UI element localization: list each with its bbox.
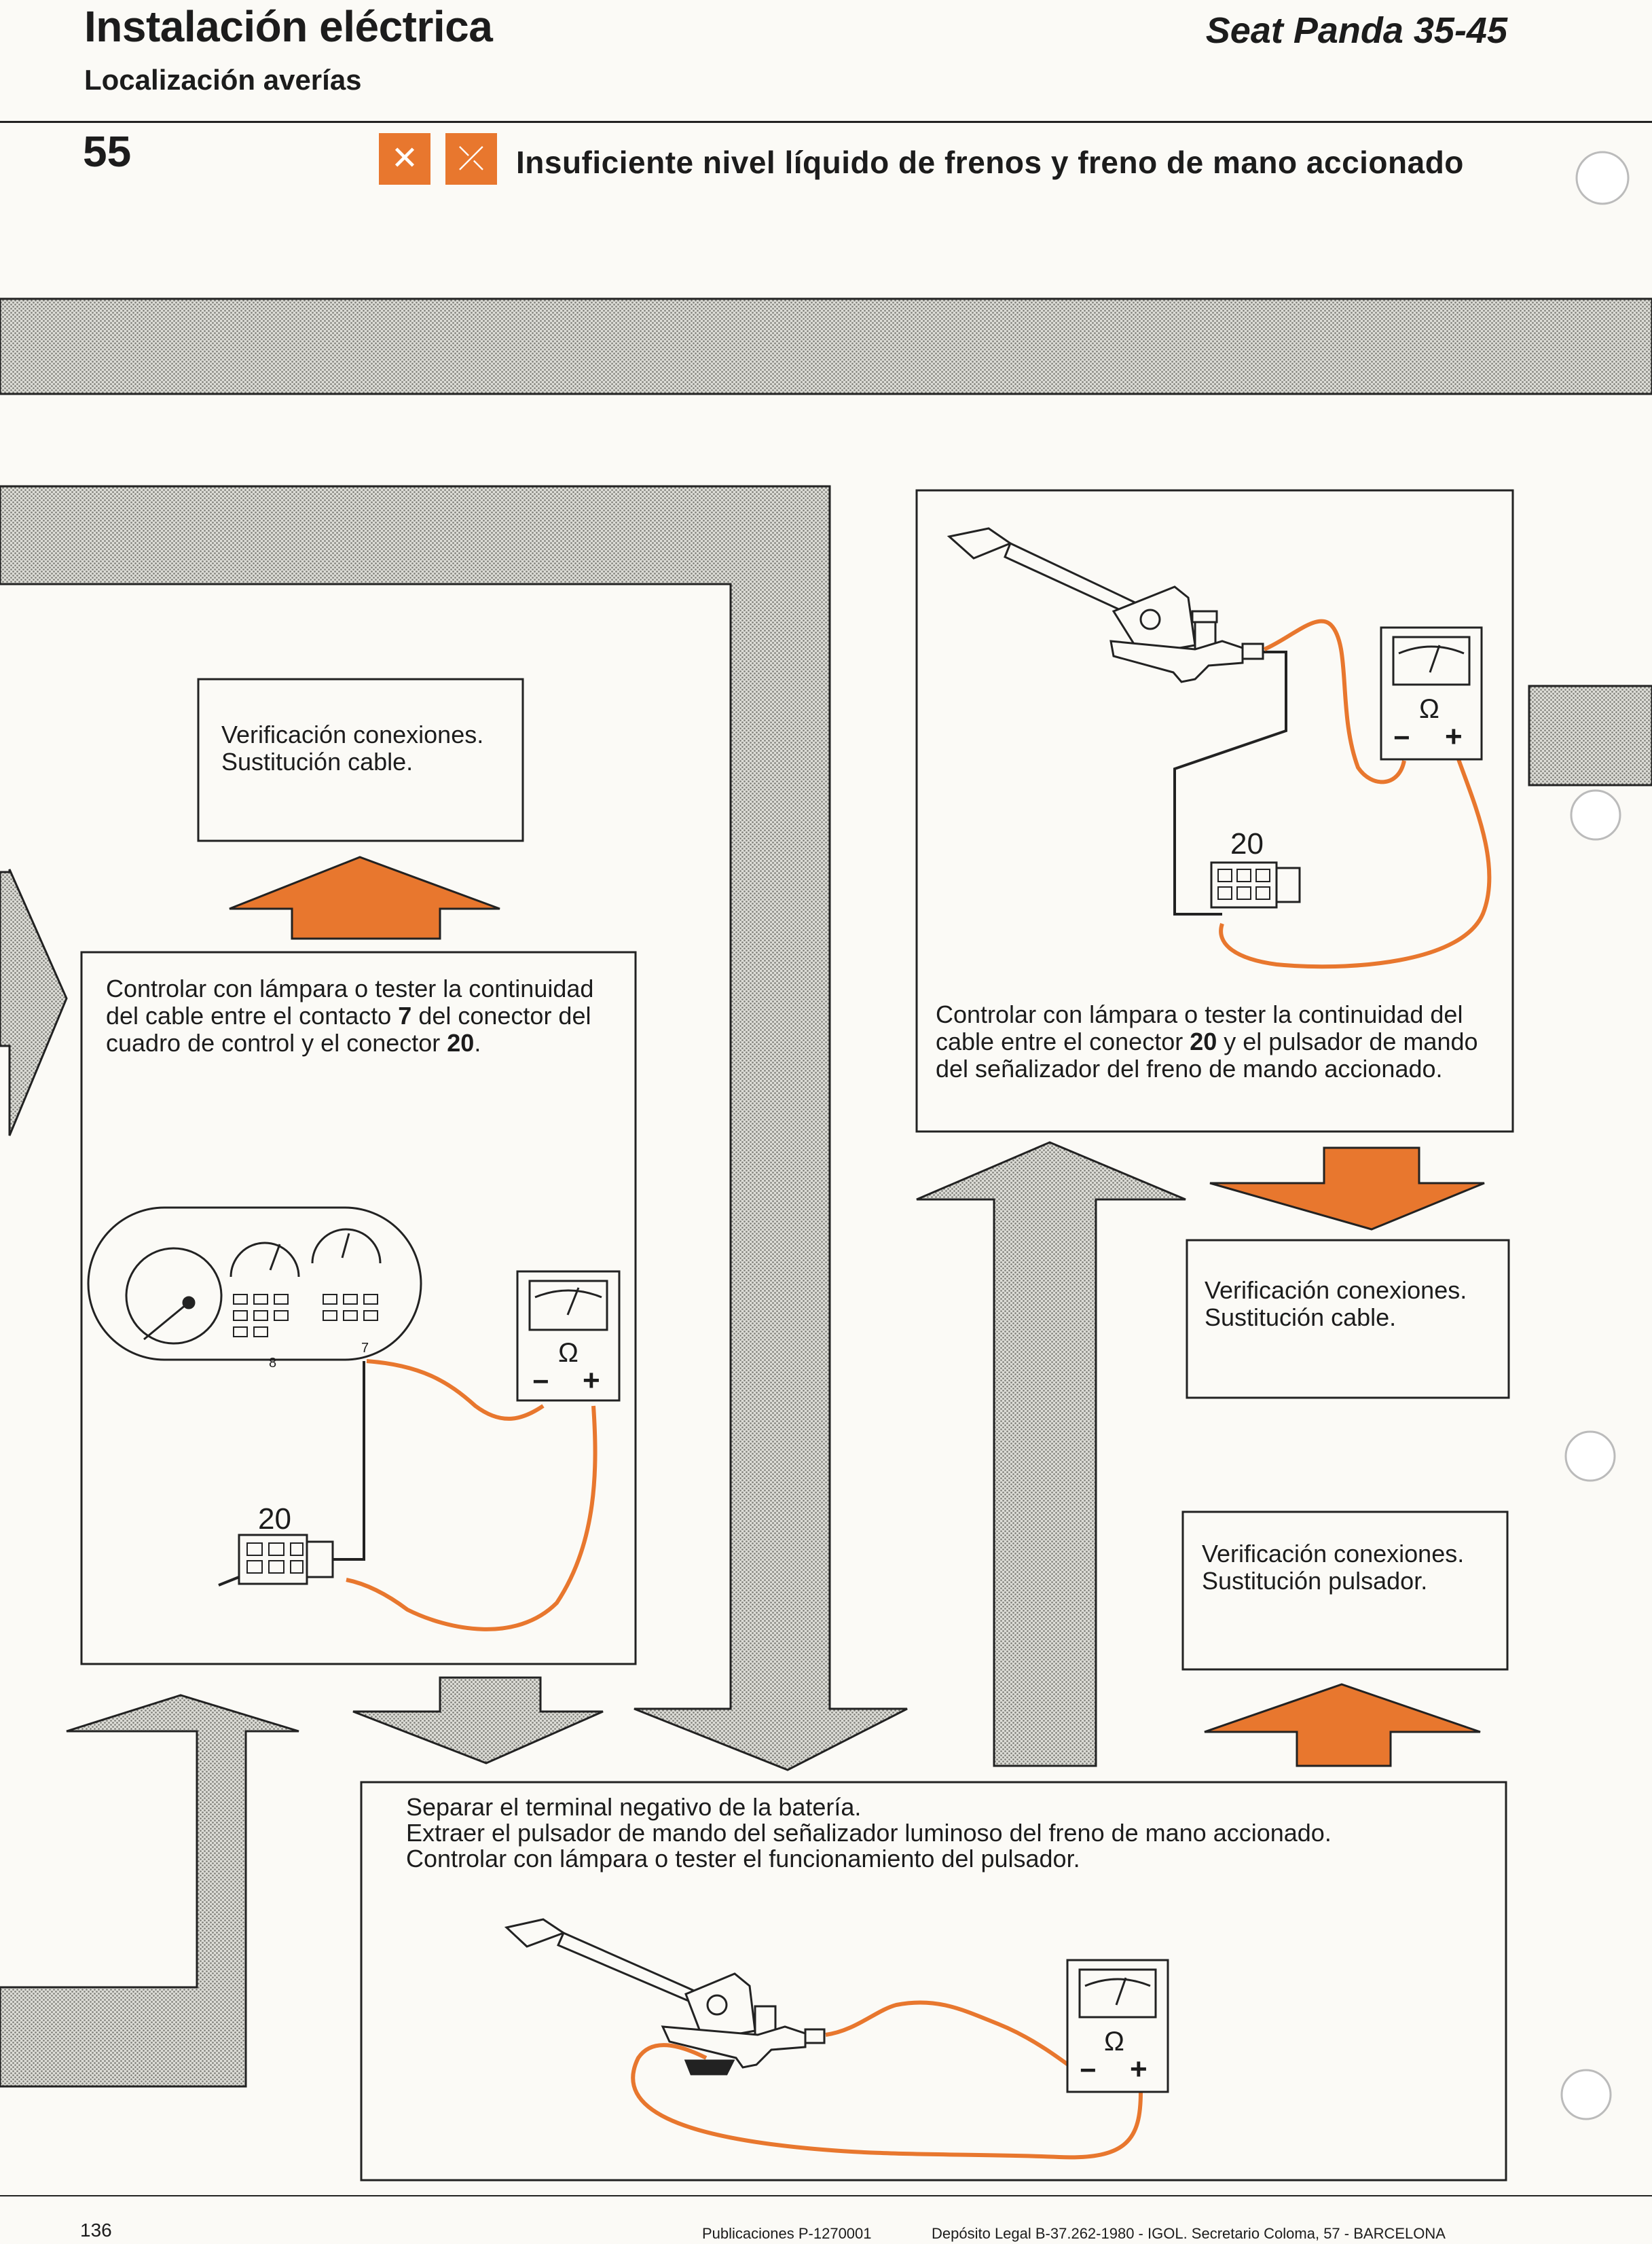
handbrake-icon: ⤫ [445, 133, 497, 185]
left-check-text: Controlar con lámpara o tester la contin… [106, 975, 611, 1057]
wiring-bottom [631, 2000, 1143, 2160]
box-right-result-cable [1186, 1239, 1510, 1399]
right-result-cable-text: Verificación conexiones. Sustitución cab… [1205, 1277, 1476, 1331]
minus-label-bottom: − [1080, 2054, 1097, 2086]
shaded-arrow-up-right [916, 1141, 1186, 1767]
right-result-cable-content: Verificación conexiones. Sustitución cab… [1205, 1276, 1467, 1331]
shaded-arrow-left-edge [0, 869, 68, 1136]
connector-20-right [1210, 861, 1301, 909]
connector-label-left: 20 [258, 1502, 291, 1536]
box-bottom-check [360, 1781, 1507, 2182]
section-title: Instalación eléctrica [84, 2, 493, 51]
ohm-label-right: Ω [1419, 694, 1439, 724]
left-result-content: Verificación conexiones. Sustitución cab… [221, 721, 484, 776]
shaded-edge-tab [1528, 685, 1652, 786]
contact-7-ref: 7 [398, 1002, 412, 1030]
box-left-result [197, 678, 524, 842]
orange-arrow-down-right [1209, 1146, 1485, 1231]
shaded-flow-channel-left [0, 485, 908, 1771]
left-check-part2: del conector del cuadro de control y el … [106, 1002, 591, 1057]
topic-heading: Insuficiente nivel líquido de frenos y f… [516, 145, 1464, 180]
bottom-check-text: Separar el terminal negativo de la bater… [406, 1794, 1479, 1872]
footer-page-number: 136 [80, 2220, 112, 2241]
orange-arrow-up-right [1204, 1683, 1481, 1767]
right-check-text: Controlar con lámpara o tester la contin… [936, 1001, 1487, 1083]
wiring-left [330, 1359, 598, 1631]
shaded-arrow-down-small [352, 1676, 604, 1765]
bottom-step-1: Separar el terminal negativo de la bater… [406, 1793, 862, 1821]
right-result-switch-text: Verificación conexiones. Sustitución pul… [1202, 1540, 1476, 1595]
bottom-step-3: Controlar con lámpara o tester el funcio… [406, 1845, 1080, 1872]
page-section-number: 55 [83, 127, 132, 176]
contact-label-7: 7 [361, 1341, 369, 1356]
instrument-cluster-illustration [87, 1206, 422, 1361]
plus-label-right: + [1445, 720, 1463, 753]
footer-legal: Depósito Legal B-37.262-1980 - IGOL. Sec… [932, 2225, 1446, 2242]
connector-20-ref-right: 20 [1190, 1028, 1217, 1055]
minus-label-left: − [532, 1365, 549, 1397]
box-right-result-switch [1181, 1510, 1509, 1671]
tester-left [516, 1270, 621, 1402]
plus-label-left: + [583, 1364, 600, 1397]
connector-label-right: 20 [1230, 827, 1264, 861]
shaded-band-top [0, 297, 1652, 395]
section-subtitle: Localización averías [84, 64, 362, 96]
vehicle-model: Seat Panda 35-45 [1205, 10, 1507, 51]
minus-label-right: − [1393, 721, 1410, 753]
right-check-part1: Controlar con lámpara o tester la contin… [936, 1000, 1463, 1055]
shaded-arrow-up-bottom-left [0, 1695, 299, 1989]
left-check-part1: Controlar con lámpara o tester la contin… [106, 975, 594, 1030]
ohm-label-bottom: Ω [1104, 2027, 1124, 2057]
handbrake-lever-illustration-right [947, 527, 1264, 683]
header-divider [0, 121, 1652, 123]
brake-fluid-icon: ✕ [379, 133, 430, 185]
tester-right [1380, 626, 1483, 761]
orange-arrow-up-left [229, 856, 500, 940]
shaded-arrow-up-bottom-left-shape [0, 1694, 299, 2088]
wiring-right [1173, 619, 1492, 969]
connector-20-ref: 20 [447, 1029, 475, 1057]
right-check-part2: y el pulsador de mando del señalizador d… [936, 1028, 1478, 1083]
handbrake-lever-illustration-bottom [504, 1918, 826, 2076]
binder-holes [1560, 151, 1630, 2120]
footer-divider [0, 2195, 1652, 2196]
ohm-label-left: Ω [558, 1338, 579, 1368]
plus-label-bottom: + [1130, 2052, 1148, 2086]
tester-bottom [1066, 1959, 1169, 2093]
right-result-switch-content: Verificación conexiones. Sustitución pul… [1202, 1540, 1465, 1595]
left-result-text: Verificación conexiones. Sustitución cab… [221, 721, 493, 776]
connector-20-left [218, 1534, 334, 1587]
left-check-part3: . [474, 1029, 481, 1057]
contact-label-8: 8 [269, 1356, 277, 1371]
bottom-step-2: Extraer el pulsador de mando del señaliz… [406, 1819, 1332, 1847]
footer-publication: Publicaciones P-1270001 [702, 2225, 872, 2242]
box-right-check [915, 489, 1514, 1133]
